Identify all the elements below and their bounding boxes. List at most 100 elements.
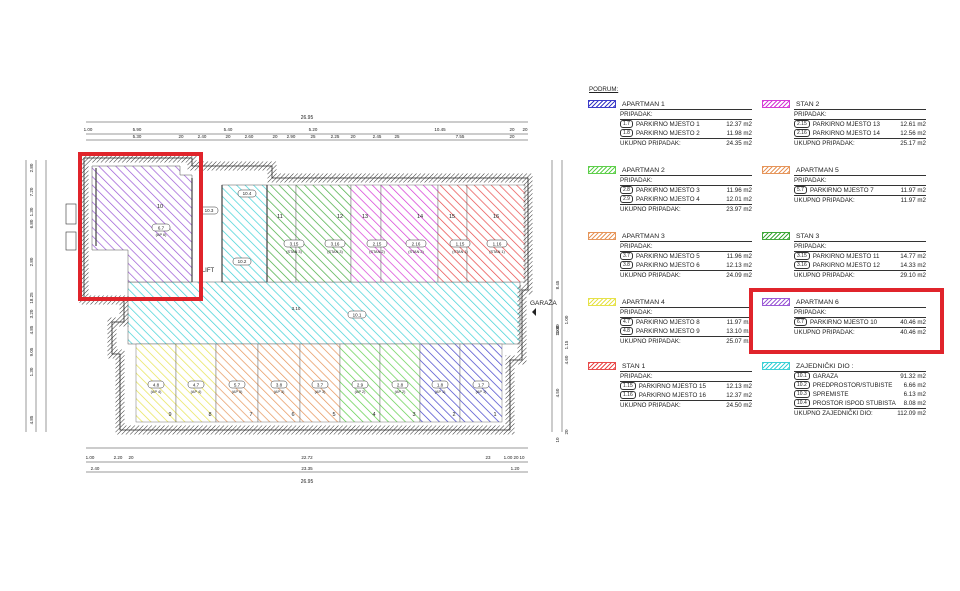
- legend-item-name: PARKIRNO MJESTO 2: [635, 130, 700, 137]
- parking-tag-id: 4.8: [153, 383, 160, 388]
- parking-tag-id: 3.16: [331, 242, 340, 247]
- dim-top-label-2: 20: [272, 134, 278, 139]
- parking-number-bottom: 6: [291, 412, 294, 418]
- legend-total-value: 24.50 m2: [726, 402, 752, 409]
- parking-tag-owner: (AP 4): [191, 390, 202, 394]
- parking-number-bottom: 1: [493, 412, 496, 418]
- legend-total: UKUPNO PRIPADAK:25.07 m2: [620, 337, 752, 346]
- legend-item-name: SPREMISTE: [812, 391, 849, 398]
- dim-top-label: 10.45: [434, 127, 446, 132]
- garage-label: GARAŽA: [530, 298, 557, 307]
- dim-top-total: 26.95: [301, 115, 314, 121]
- legend-item-area: 12.37 m2: [726, 392, 752, 399]
- legend-item-tag: 2.9: [620, 195, 633, 204]
- dim-top-label-2: 20: [350, 134, 356, 139]
- legend-total: UKUPNO PRIPADAK:23.97 m2: [620, 205, 752, 214]
- parking-tag-owner: (STAN 2): [408, 250, 424, 254]
- legend-item-name: PREDPROSTOR/STUBISTE: [812, 382, 893, 389]
- legend-item-area: 11.96 m2: [726, 187, 752, 194]
- parking-tag-box: [405, 239, 427, 248]
- apartman-6-number: 10: [157, 204, 163, 210]
- legend-item-tag: 3.7: [620, 252, 633, 261]
- dim-bottom-label-2: 23.35: [301, 466, 313, 471]
- legend-swatch: [762, 100, 790, 109]
- parking-tag-id: 2.8: [397, 383, 404, 388]
- parking-tag-owner: (AP 1): [476, 390, 487, 394]
- legend-total: UKUPNO ZAJEDNIČKI DIO:112.09 m2: [794, 409, 926, 418]
- dim-right-label: 1.00: [555, 325, 560, 334]
- dim-bottom-label: 2.20: [114, 455, 123, 460]
- legend-item-area: 13.10 m2: [726, 328, 752, 335]
- dim-top-label: 20: [509, 127, 515, 132]
- legend-total: UKUPNO PRIPADAK:24.50 m2: [620, 401, 752, 410]
- parking-number-top: 14: [417, 214, 423, 220]
- legend-item-tag: 10.2: [794, 381, 810, 390]
- dim-left-label: 3.20: [29, 309, 34, 318]
- legend-item-name: PARKIRNO MJESTO 4: [635, 196, 700, 203]
- legend-block-title: APARTMAN 3: [588, 232, 752, 241]
- dim-right-label: 4.60: [564, 355, 569, 364]
- parking-space-top: [466, 184, 526, 283]
- legend-total-value: 24.35 m2: [726, 140, 752, 147]
- legend-total-value: 40.46 m2: [900, 329, 926, 336]
- garage-zone: [127, 281, 521, 345]
- parking-tag-owner: (AP 2): [355, 390, 366, 394]
- parking-tag-box: [311, 380, 329, 389]
- apartman-6-tag-box: [151, 223, 171, 232]
- legend-block-title: STAN 2: [762, 100, 926, 109]
- parking-tag-id: 3.8: [276, 383, 283, 388]
- dim-top-label-2: 25: [394, 134, 400, 139]
- dim-right-label: 8.45: [555, 280, 560, 289]
- parking-tag-box: [391, 380, 409, 389]
- legend-item-name: PARKIRNO MJESTO 14: [812, 130, 880, 137]
- legend-block-title: APARTMAN 1: [588, 100, 752, 109]
- dim-bottom-label: 20: [513, 455, 519, 460]
- legend-total: UKUPNO PRIPADAK:11.97 m2: [794, 196, 926, 205]
- legend-item-area: 12.13 m2: [726, 383, 752, 390]
- legend-block-title-text: STAN 3: [796, 233, 820, 240]
- parking-space-top: [437, 184, 468, 283]
- legend-block-title: APARTMAN 6: [762, 298, 926, 307]
- legend-total-label: UKUPNO PRIPADAK:: [794, 197, 855, 204]
- legend-item-name: PARKIRNO MJESTO 1: [635, 121, 700, 128]
- parking-tag-id: 2.16: [412, 242, 421, 247]
- parking-tag-owner: (STAN 2): [369, 250, 385, 254]
- stair-zone: [221, 184, 268, 283]
- dim-top-label: 20: [522, 127, 528, 132]
- legend-swatch: [762, 166, 790, 175]
- legend-item-name: PARKIRNO MJESTO 10: [809, 319, 878, 326]
- dim-left-label: 18.25: [29, 292, 34, 304]
- dim-right-label: 10: [555, 437, 560, 443]
- dim-top-label: 5.40: [224, 127, 233, 132]
- parking-space-top: [266, 184, 297, 283]
- legend-item-area: 12.56 m2: [900, 130, 926, 137]
- legend-item-name: GARAZA: [812, 373, 839, 380]
- legend-total-label: UKUPNO PRIPADAK:: [794, 329, 855, 336]
- dim-bottom-label: 23: [485, 455, 491, 460]
- legend-swatch: [762, 232, 790, 241]
- legend-block-title: STAN 3: [762, 232, 926, 241]
- stair-tag: 10.2: [238, 259, 247, 264]
- legend-item-name: PARKIRNO MJESTO 6: [635, 262, 700, 269]
- parking-tag-box: [187, 380, 205, 389]
- parking-tag-id: 5.7: [234, 383, 241, 388]
- window-left-2: [65, 231, 77, 251]
- parking-tag-id: 1.7: [478, 383, 485, 388]
- dim-top-label-2: 5.30: [133, 134, 142, 139]
- dim-bottom-label-2: 2.40: [91, 466, 100, 471]
- parking-tag-box: [270, 380, 288, 389]
- parking-number-top: 13: [362, 214, 368, 220]
- highlight-apartman-6-legend: [749, 288, 944, 354]
- dim-bottom-label: 22.72: [301, 455, 313, 460]
